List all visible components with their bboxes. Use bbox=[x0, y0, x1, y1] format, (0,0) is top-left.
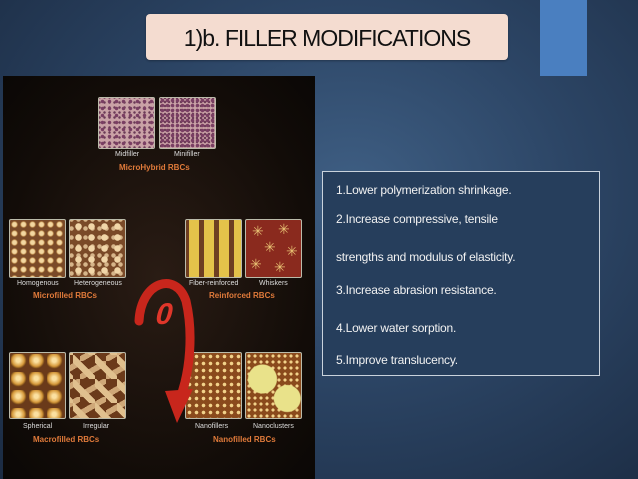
label-minifiller: Minifiller bbox=[174, 151, 200, 158]
label-fiber-reinforced: Fiber-reinforced bbox=[189, 280, 239, 287]
title-box: 1)b. FILLER MODIFICATIONS bbox=[146, 14, 508, 60]
list-item: 2.Increase compressive, tensile bbox=[336, 212, 498, 226]
group-reinforced: Reinforced RBCs bbox=[209, 291, 275, 300]
tile-homogenous bbox=[9, 219, 66, 278]
tile-heterogeneous bbox=[69, 219, 126, 278]
label-spherical: Spherical bbox=[23, 423, 53, 430]
label-whiskers: Whiskers bbox=[259, 280, 288, 287]
curved-arrow-icon bbox=[134, 279, 195, 423]
tile-spherical bbox=[9, 352, 66, 419]
group-macrofilled: Macrofilled RBCs bbox=[33, 435, 100, 444]
group-microhybrid: MicroHybrid RBCs bbox=[119, 163, 190, 172]
tile-irregular bbox=[69, 352, 126, 419]
list-item: 5.Improve translucency. bbox=[336, 353, 458, 367]
tile-fiber-reinforced bbox=[185, 219, 242, 278]
tile-nanoclusters bbox=[245, 352, 302, 419]
benefits-list: 1.Lower polymerization shrinkage. 2.Incr… bbox=[322, 171, 600, 376]
list-item: strengths and modulus of elasticity. bbox=[336, 250, 516, 264]
list-item: 1.Lower polymerization shrinkage. bbox=[336, 183, 512, 197]
label-midfiller: Midfiller bbox=[115, 151, 140, 158]
list-item: 4.Lower water sorption. bbox=[336, 321, 457, 335]
label-homogenous: Homogenous bbox=[17, 280, 59, 287]
filler-types-figure: Midfiller Minifiller MicroHybrid RBCs Ho… bbox=[3, 76, 315, 479]
slide-title: 1)b. FILLER MODIFICATIONS bbox=[183, 25, 471, 51]
tile-minifiller bbox=[159, 97, 216, 149]
group-nanofilled: Nanofilled RBCs bbox=[213, 435, 276, 444]
tile-midfiller bbox=[98, 97, 155, 149]
accent-bar bbox=[540, 0, 587, 76]
tile-whiskers: ✳✳ ✳✳ ✳✳ bbox=[245, 219, 302, 278]
label-irregular: Irregular bbox=[83, 423, 110, 430]
group-microfilled: Microfilled RBCs bbox=[33, 291, 98, 300]
label-nanofillers: Nanofillers bbox=[195, 423, 229, 430]
label-nanoclusters: Nanoclusters bbox=[253, 423, 294, 430]
tile-nanofillers bbox=[185, 352, 242, 419]
list-item: 3.Increase abrasion resistance. bbox=[336, 283, 497, 297]
label-heterogeneous: Heterogeneous bbox=[74, 280, 122, 287]
